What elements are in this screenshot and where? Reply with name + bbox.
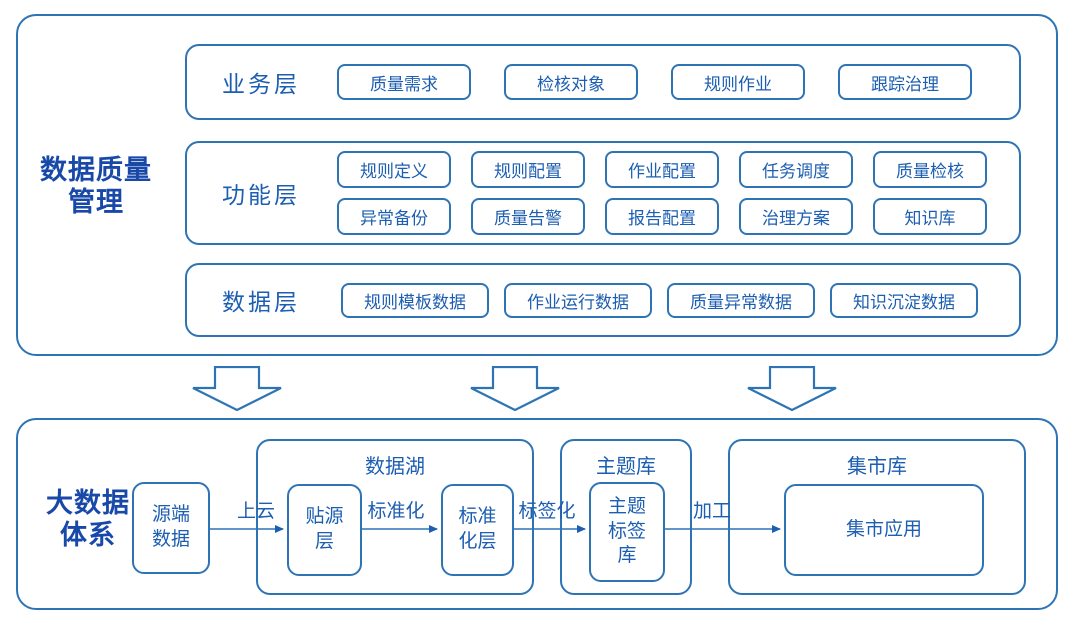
function-chips-row-1: 规则定义 规则配置 作业配置 任务调度 质量检核 [337, 151, 987, 188]
flow-label-tagging: 标签化 [518, 501, 576, 522]
ods-layer-box: 贴源 层 [287, 484, 362, 576]
chip-rule-config: 规则配置 [471, 151, 585, 188]
mart-application-box: 集市应用 [784, 484, 984, 576]
chip-exception-backup: 异常备份 [337, 198, 451, 235]
chip-quality-alert: 质量告警 [471, 198, 585, 235]
function-layer-chips: 规则定义 规则配置 作业配置 任务调度 质量检核 异常备份 质量告警 报告配置 … [337, 143, 987, 243]
chip-rule-template-data: 规则模板数据 [341, 282, 489, 318]
chip-job-run-data: 作业运行数据 [504, 282, 652, 318]
chip-rule-definition: 规则定义 [337, 151, 451, 188]
source-data-box: 源端 数据 [132, 482, 210, 574]
flow-label-processing: 加工 [692, 501, 731, 522]
bigdata-panel-title: 大数据 体系 [46, 488, 130, 550]
mart-library-title: 集市库 [847, 456, 907, 478]
bigdata-system-panel: 大数据 体系 源端 数据 数据湖 贴源 层 标准 化层 主题库 主题 标签 库 … [16, 418, 1058, 610]
data-layer-row: 数据层 规则模板数据 作业运行数据 质量异常数据 知识沉淀数据 [185, 263, 1021, 337]
data-layer-label: 数据层 [222, 289, 300, 315]
function-layer-label: 功能层 [222, 182, 300, 208]
chip-quality-demand: 质量需求 [337, 64, 471, 100]
data-lake-container: 数据湖 贴源 层 标准 化层 [256, 439, 534, 595]
flow-label-to-cloud: 上云 [236, 501, 275, 522]
mart-library-container: 集市库 集市应用 [728, 439, 1026, 595]
function-layer-row: 功能层 规则定义 规则配置 作业配置 任务调度 质量检核 异常备份 质量告警 报… [185, 141, 1021, 245]
chip-knowledge-sediment-data: 知识沉淀数据 [830, 282, 978, 318]
down-arrow-icon [470, 366, 560, 411]
chip-check-object: 检核对象 [504, 64, 638, 100]
chip-report-config: 报告配置 [605, 198, 719, 235]
chip-governance-plan: 治理方案 [739, 198, 853, 235]
chip-rule-job: 规则作业 [671, 64, 805, 100]
theme-library-container: 主题库 主题 标签 库 [560, 439, 692, 595]
theme-tag-library-box: 主题 标签 库 [589, 482, 665, 582]
chip-quality-check: 质量检核 [873, 151, 987, 188]
flow-label-standardize: 标准化 [367, 501, 425, 522]
standardized-layer-box: 标准 化层 [441, 484, 514, 576]
data-lake-title: 数据湖 [365, 456, 425, 478]
chip-track-governance: 跟踪治理 [838, 64, 972, 100]
down-arrow-icon [192, 366, 282, 411]
chip-quality-exception-data: 质量异常数据 [667, 282, 815, 318]
theme-library-title: 主题库 [596, 456, 656, 478]
data-layer-chips: 规则模板数据 作业运行数据 质量异常数据 知识沉淀数据 [341, 265, 978, 335]
quality-panel-title: 数据质量 管理 [40, 155, 152, 217]
chip-task-scheduling: 任务调度 [739, 151, 853, 188]
down-arrow-icon [747, 366, 837, 411]
chip-job-config: 作业配置 [605, 151, 719, 188]
business-layer-label: 业务层 [222, 71, 300, 97]
function-chips-row-2: 异常备份 质量告警 报告配置 治理方案 知识库 [337, 198, 987, 235]
quality-management-panel: 数据质量 管理 业务层 质量需求 检核对象 规则作业 跟踪治理 功能层 规则定义… [16, 14, 1058, 356]
business-layer-chips: 质量需求 检核对象 规则作业 跟踪治理 [337, 46, 972, 118]
chip-knowledge-base: 知识库 [873, 198, 987, 235]
business-layer-row: 业务层 质量需求 检核对象 规则作业 跟踪治理 [185, 44, 1021, 120]
